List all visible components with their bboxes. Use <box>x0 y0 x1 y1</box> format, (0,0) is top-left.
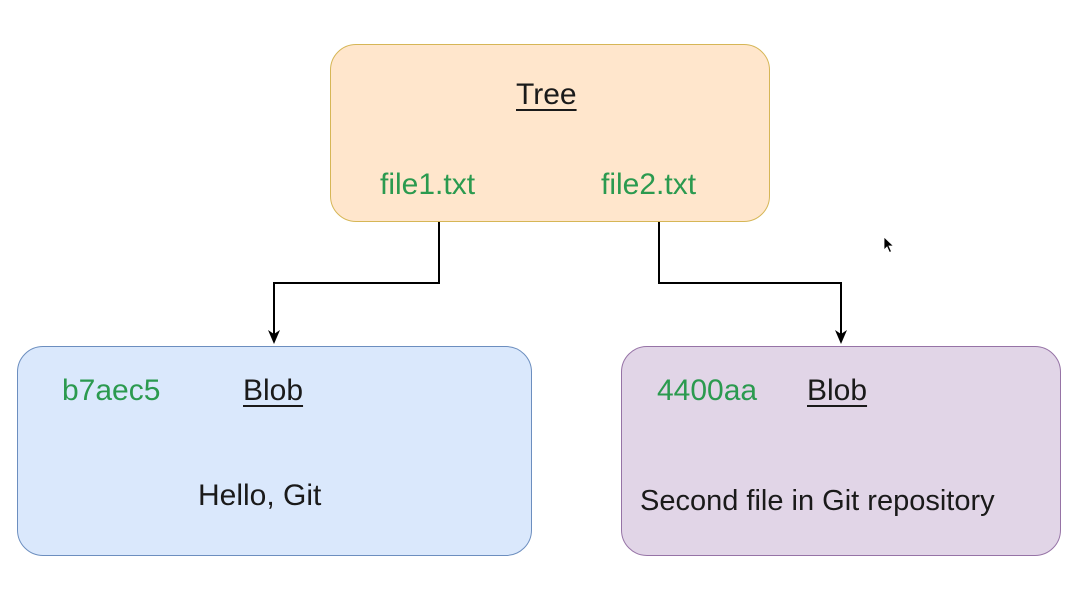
tree-entry-file1: file1.txt <box>380 168 476 201</box>
blob-1-hash: b7aec5 <box>62 374 161 407</box>
tree-title: Tree <box>516 78 577 111</box>
blob-1-title: Blob <box>243 374 304 407</box>
tree-node[interactable] <box>330 44 770 222</box>
blob-1-content: Hello, Git <box>198 479 322 512</box>
tree-entry-file2: file2.txt <box>601 168 697 201</box>
blob-node-1[interactable] <box>17 346 532 556</box>
connector-file2-to-blob2 <box>658 222 842 334</box>
arrowhead-blob1 <box>268 330 280 344</box>
blob-2-title: Blob <box>807 374 868 407</box>
blob-2-hash: 4400aa <box>657 374 758 407</box>
mouse-pointer-icon <box>883 236 895 254</box>
arrowhead-blob2 <box>835 330 847 344</box>
blob-node-2[interactable] <box>621 346 1061 556</box>
connector-file1-to-blob1 <box>273 222 440 334</box>
blob-2-content: Second file in Git repository <box>640 485 995 517</box>
